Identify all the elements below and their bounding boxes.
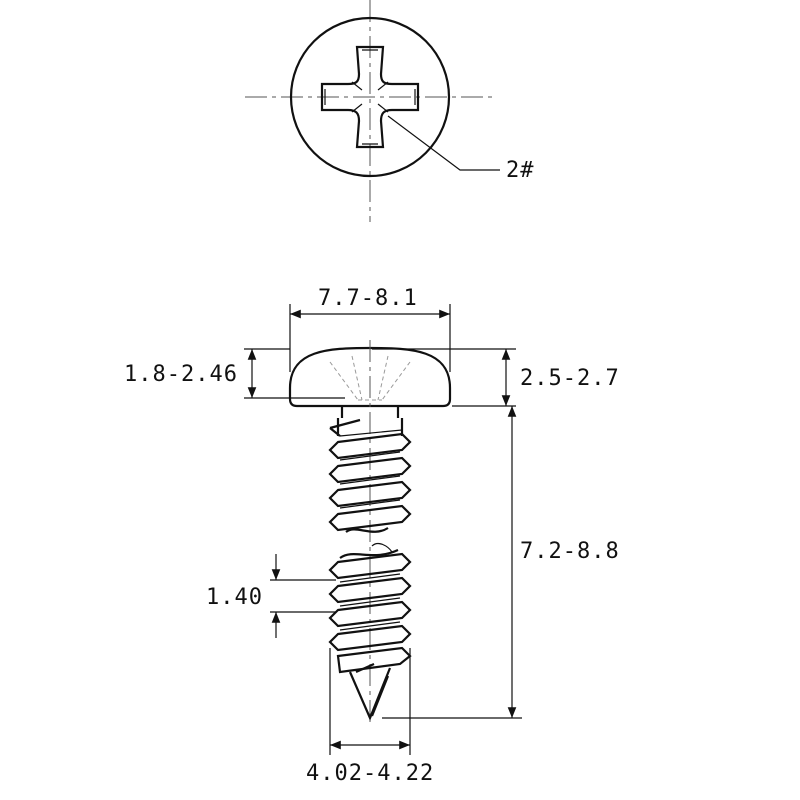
dimensions: 7.7-8.1 1.8-2.46 2.5-2.7 7.2-8.8 1.40 4.… (124, 286, 620, 786)
lower-threads (328, 552, 412, 674)
pitch-label: 1.40 (206, 585, 263, 610)
head-total-label: 2.5-2.7 (520, 366, 620, 391)
drive-size-leader (387, 115, 500, 171)
thread-diameter-label: 4.02-4.22 (306, 761, 434, 786)
upper-threads (328, 418, 412, 532)
top-view: 2# (245, 0, 535, 222)
head-height-label: 1.8-2.46 (124, 362, 238, 387)
length-label: 7.2-8.8 (520, 539, 620, 564)
head-diameter-label: 7.7-8.1 (318, 286, 418, 311)
screw-tip (348, 662, 392, 721)
break-marks (339, 527, 399, 559)
side-view (288, 340, 452, 722)
head-outline-circle (289, 16, 451, 178)
recess-cone-lines (351, 81, 389, 113)
screw-neck (340, 406, 400, 418)
hidden-recess-lines (329, 355, 411, 401)
recess-inner-edges (324, 49, 416, 145)
drive-size-label: 2# (506, 158, 535, 183)
